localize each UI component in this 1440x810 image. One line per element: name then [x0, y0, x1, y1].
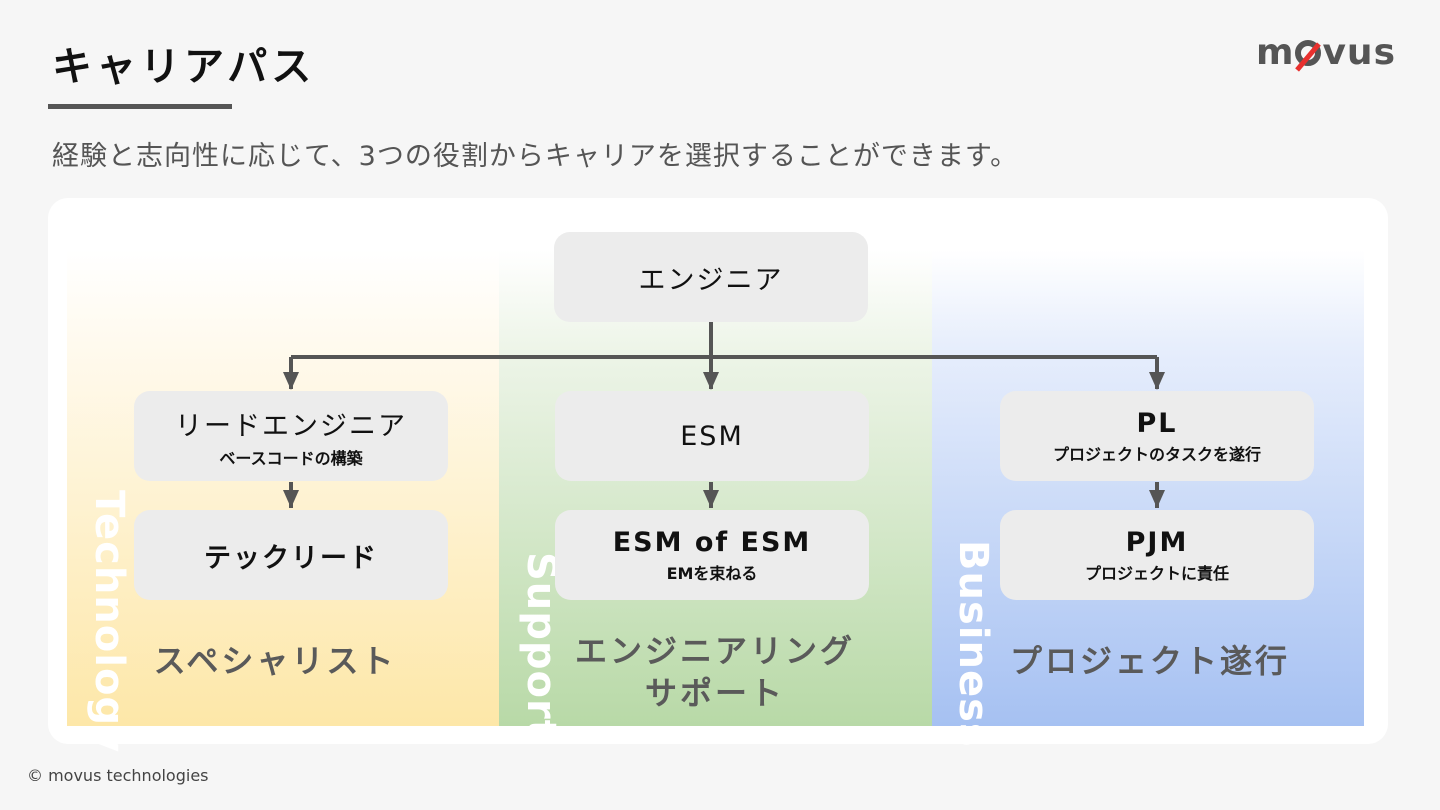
engineering-support-line1: エンジニアリング	[574, 632, 855, 670]
tech-lead-box: テックリード	[134, 510, 448, 600]
tech-lead-title: テックリード	[204, 542, 378, 574]
logo-text-start: m	[1255, 32, 1295, 73]
support-column	[499, 250, 932, 726]
project-execution-category-label: プロジェクト遂行	[1009, 642, 1290, 680]
pl-sub: プロジェクトのタスクを遂行	[1052, 444, 1261, 464]
copyright-footer: © movus technologies	[27, 766, 209, 785]
esm-title: ESM	[680, 420, 744, 452]
engineering-support-category-label: エンジニアリング サポート	[560, 630, 870, 714]
pl-box: PL プロジェクトのタスクを遂行	[1000, 391, 1314, 481]
arrow-head	[1149, 490, 1165, 508]
engineering-support-line2: サポート	[644, 674, 785, 712]
page-title: キャリアパス	[52, 44, 316, 90]
page-subtitle: 経験と志向性に応じて、3つの役割からキャリアを選択することができます。	[52, 141, 1019, 172]
esm-of-esm-box: ESM of ESM EMを束ねる	[555, 510, 869, 600]
arrow-head	[703, 490, 719, 508]
lead-engineer-title: リードエンジニア	[175, 410, 407, 442]
technology-column	[67, 250, 499, 726]
arrow-head	[703, 372, 719, 390]
business-side-label: Business	[950, 540, 996, 748]
pjm-box: PJM プロジェクトに責任	[1000, 510, 1314, 600]
esm-box: ESM	[555, 391, 869, 481]
title-underline	[48, 104, 232, 109]
pl-title: PL	[1136, 407, 1178, 439]
esm-of-esm-title: ESM of ESM	[612, 526, 812, 558]
specialist-category-label: スペシャリスト	[153, 642, 397, 680]
business-column	[932, 250, 1364, 726]
arrow-head	[283, 372, 299, 390]
lead-engineer-sub: ベースコードの構築	[219, 448, 363, 468]
pjm-sub: プロジェクトに責任	[1084, 563, 1229, 583]
arrow-head	[1149, 372, 1165, 390]
root-engineer-label: エンジニア	[638, 264, 784, 296]
technology-side-label: Technology	[86, 490, 132, 754]
esm-of-esm-sub: EMを束ねる	[666, 563, 758, 583]
logo-o-icon	[1295, 40, 1322, 66]
arrow-head	[283, 490, 299, 508]
lead-engineer-box: リードエンジニア ベースコードの構築	[134, 391, 448, 481]
pjm-title: PJM	[1125, 526, 1189, 558]
root-engineer-box: エンジニア	[554, 232, 868, 322]
logo-text-end: vus	[1322, 32, 1396, 73]
